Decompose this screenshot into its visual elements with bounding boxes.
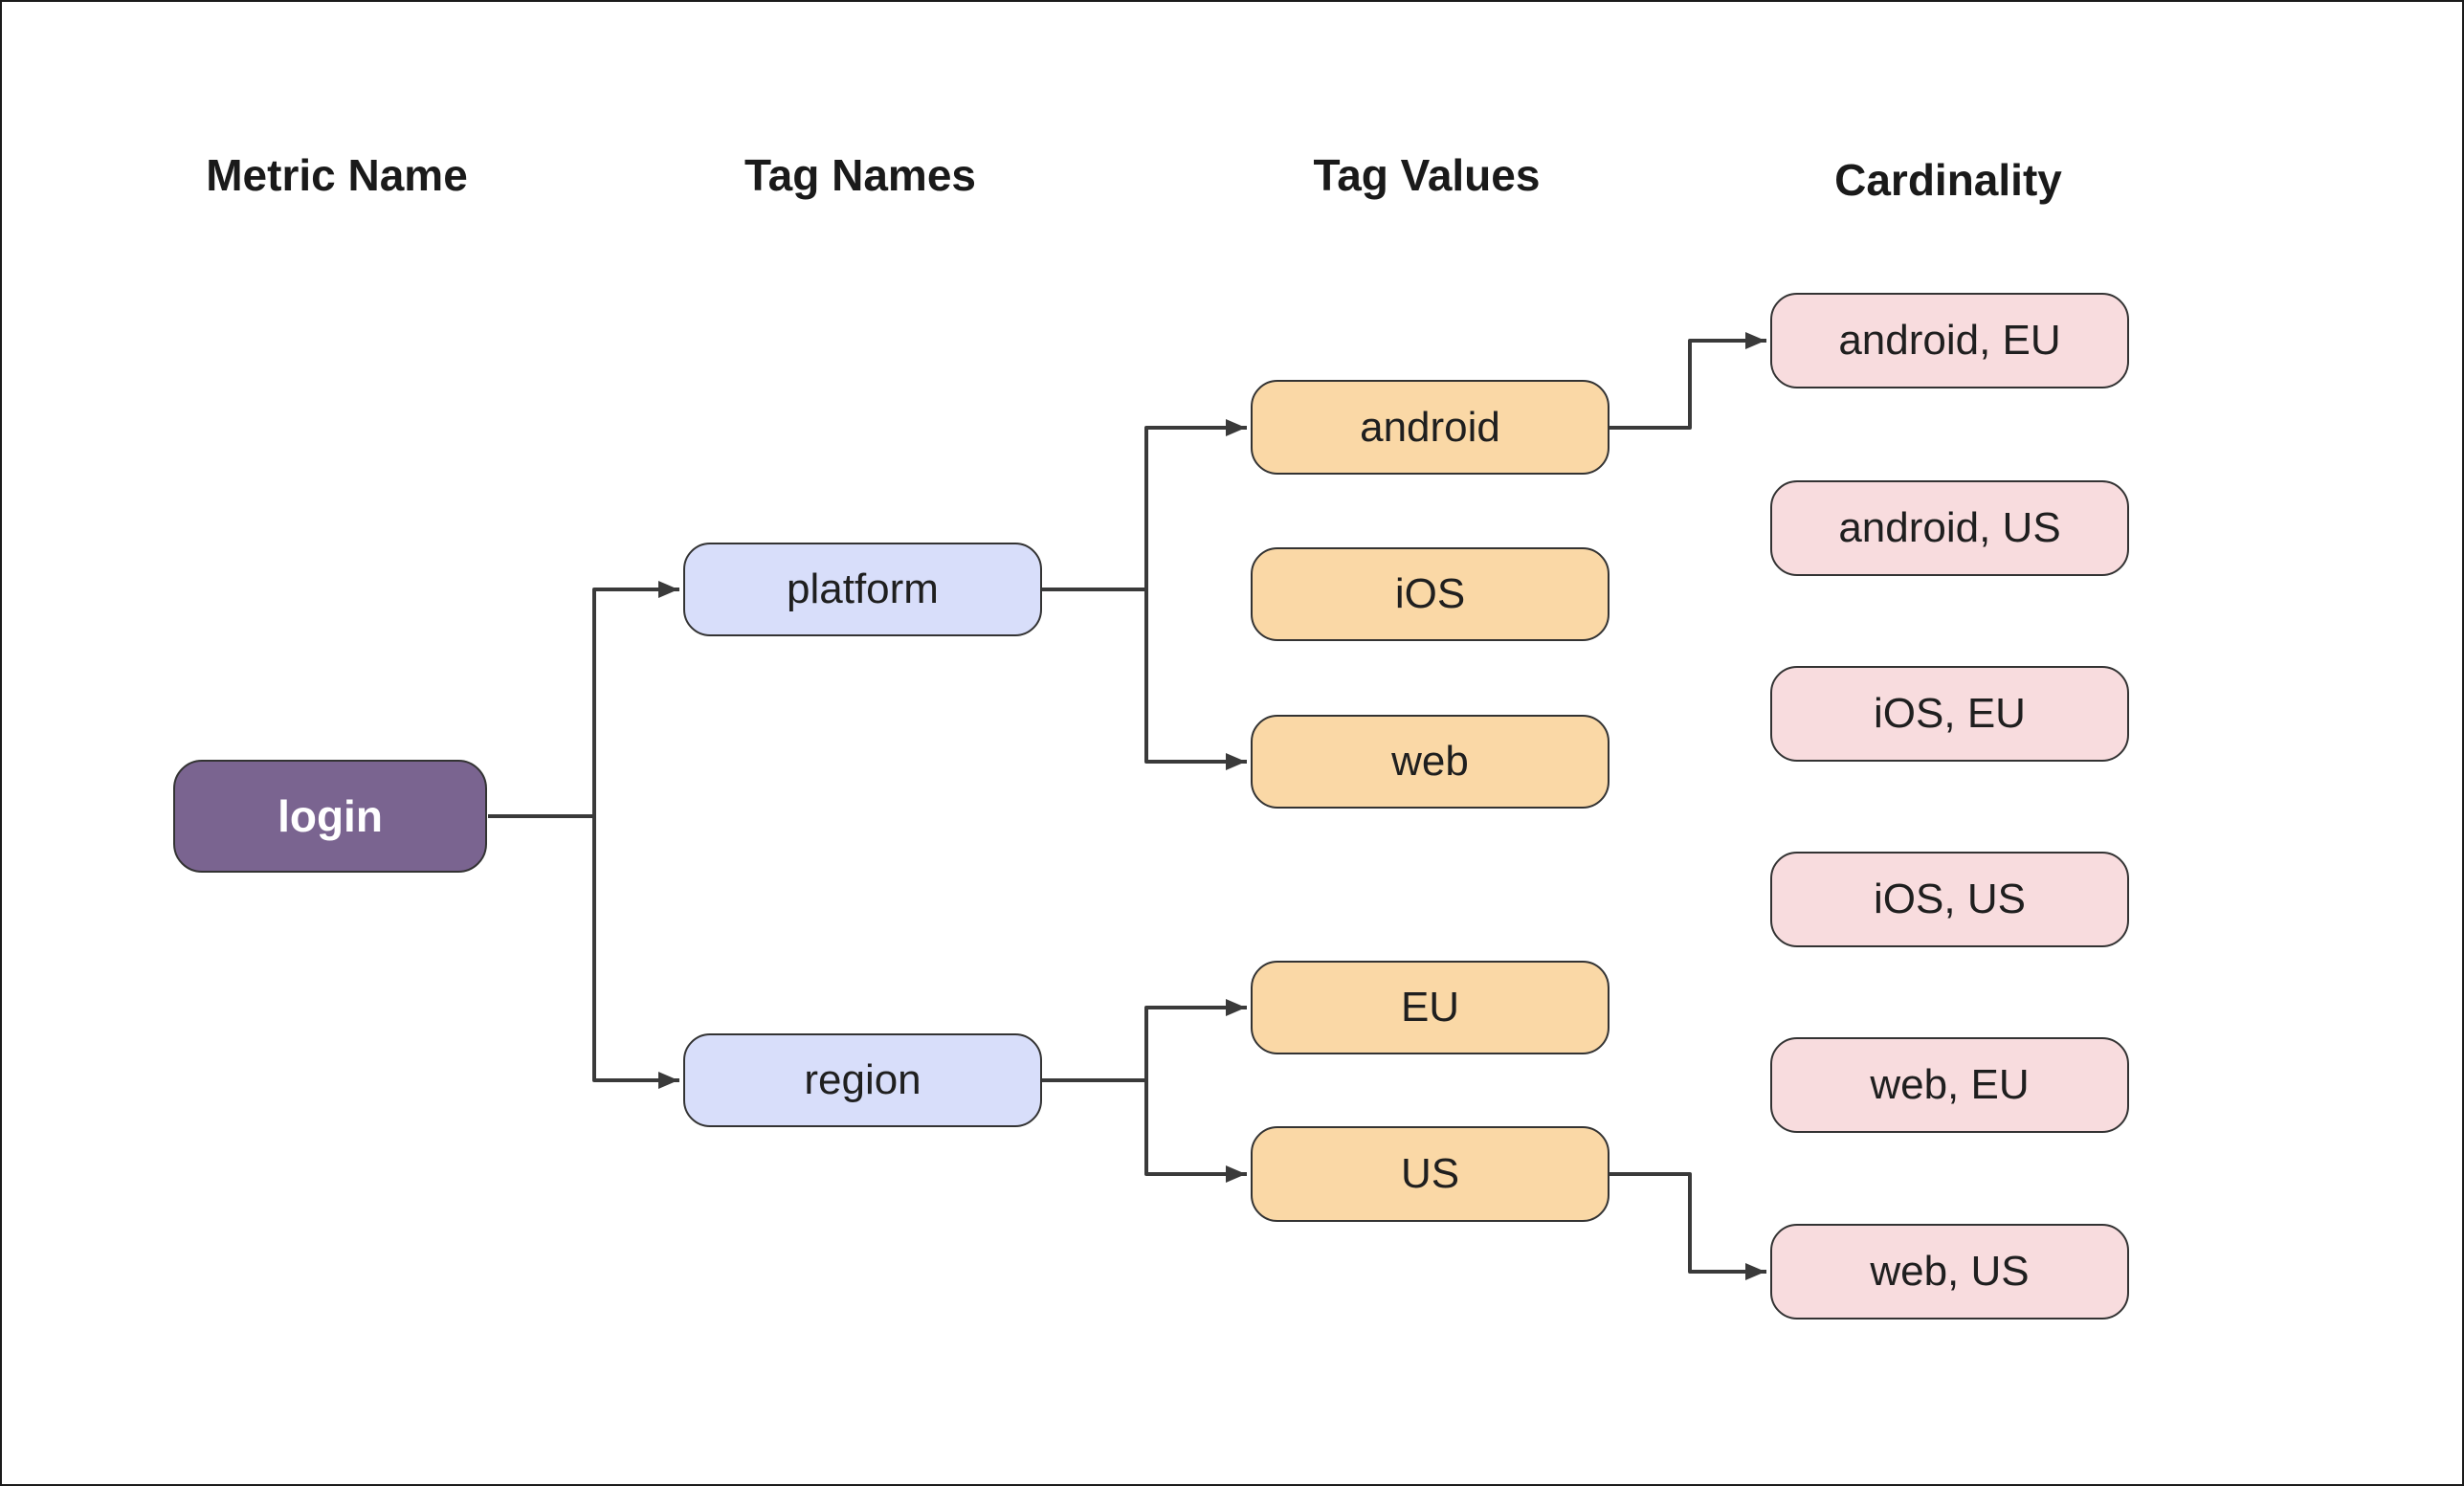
node-label-platform: platform (787, 566, 939, 612)
node-android-us: android, US (1770, 480, 2129, 576)
edge-android-to-android-eu (1608, 332, 1766, 430)
node-android: android (1251, 380, 1609, 475)
node-web-us: web, US (1770, 1224, 2129, 1320)
node-eu: EU (1251, 961, 1609, 1054)
node-label-region: region (804, 1056, 921, 1103)
edge-platform-to-web (1040, 588, 1247, 770)
node-ios-us: iOS, US (1770, 852, 2129, 947)
node-region: region (683, 1033, 1042, 1127)
node-ios: iOS (1251, 547, 1609, 641)
node-web: web (1251, 715, 1609, 809)
node-label-web: web (1391, 738, 1469, 785)
node-ios-eu: iOS, EU (1770, 666, 2129, 762)
node-web-eu: web, EU (1770, 1037, 2129, 1133)
node-label-ios-eu: iOS, EU (1874, 690, 2026, 737)
node-login: login (173, 760, 487, 873)
node-us: US (1251, 1126, 1609, 1222)
node-label-web-us: web, US (1870, 1248, 2030, 1295)
node-label-android-eu: android, EU (1838, 317, 2061, 364)
node-label-eu: EU (1400, 984, 1460, 1031)
node-label-android: android (1360, 403, 1500, 451)
node-label-us: US (1400, 1150, 1460, 1197)
node-platform: platform (683, 543, 1042, 636)
node-label-ios-us: iOS, US (1874, 876, 2026, 922)
edge-us-to-web-us (1608, 1172, 1766, 1280)
node-label-ios: iOS (1394, 570, 1466, 617)
node-label-android-us: android, US (1838, 504, 2061, 551)
edge-login-to-region (488, 814, 679, 1089)
node-label-web-eu: web, EU (1870, 1061, 2030, 1108)
edge-region-to-us (1040, 1078, 1247, 1183)
node-label-login: login (277, 791, 383, 841)
node-android-eu: android, EU (1770, 293, 2129, 388)
